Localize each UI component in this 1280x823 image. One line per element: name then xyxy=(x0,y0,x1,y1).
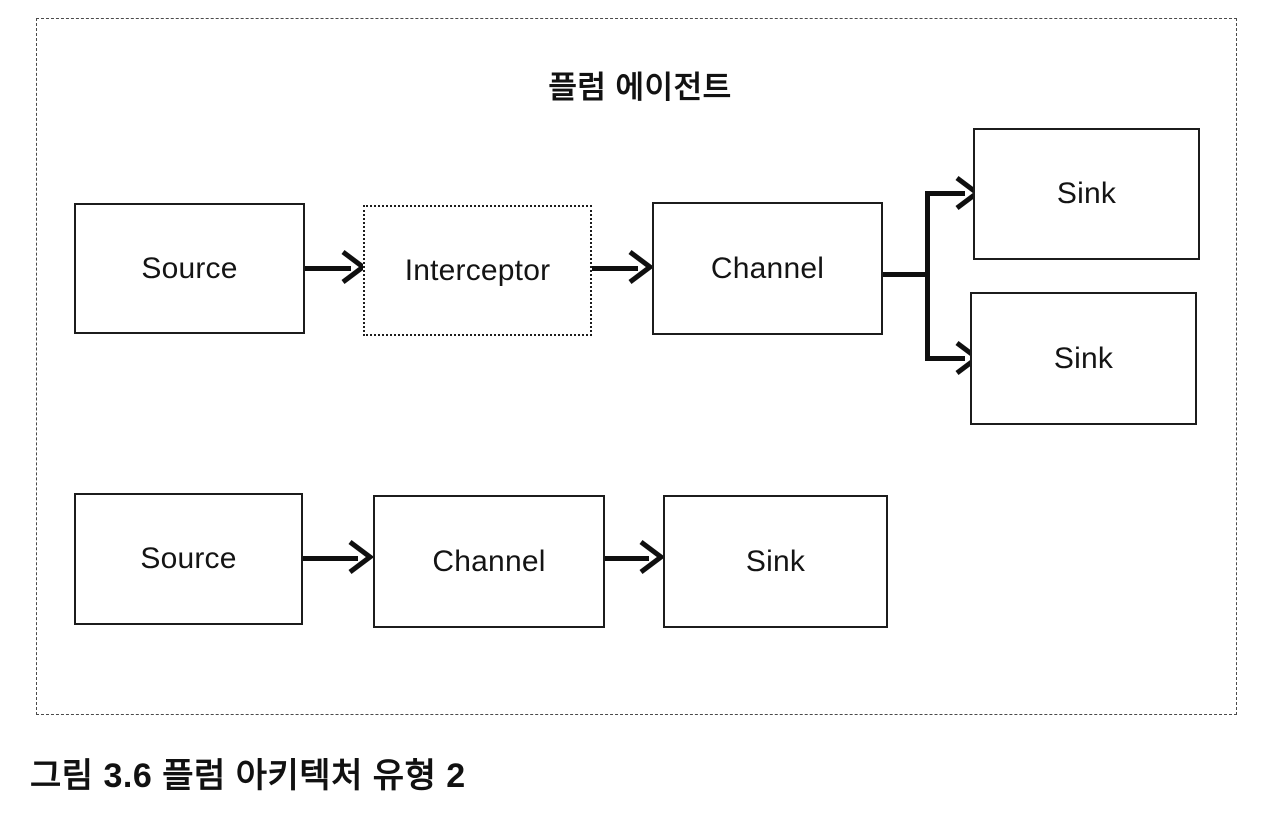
node-sink-bottom[interactable]: Sink xyxy=(663,495,888,628)
node-channel-top[interactable]: Channel xyxy=(652,202,883,335)
node-source-bottom[interactable]: Source xyxy=(74,493,303,625)
edge-channel-to-sink-lower-shaft xyxy=(925,356,965,361)
agent-title: 플럼 에이전트 xyxy=(548,70,732,105)
edge-interceptor-to-channel-shaft xyxy=(592,266,638,271)
figure-caption: 그림 3.6 플럼 아키텍처 유형 2 xyxy=(30,757,466,795)
node-interceptor[interactable]: Interceptor xyxy=(363,205,592,336)
node-sink-upper[interactable]: Sink xyxy=(973,128,1200,260)
edge-channel-to-sink-upper-shaft xyxy=(925,191,965,196)
edge-channel2-to-sink2-shaft xyxy=(605,556,649,561)
edge-source-to-interceptor-shaft xyxy=(305,266,351,271)
node-sink-lower[interactable]: Sink xyxy=(970,292,1197,425)
node-channel-bottom[interactable]: Channel xyxy=(373,495,605,628)
node-source-top[interactable]: Source xyxy=(74,203,305,334)
flume-agent-container xyxy=(36,18,1237,715)
edge-channel-split-riser xyxy=(925,191,930,361)
edge-source2-to-channel2-shaft xyxy=(303,556,358,561)
edge-channel-split-stem xyxy=(883,272,930,277)
